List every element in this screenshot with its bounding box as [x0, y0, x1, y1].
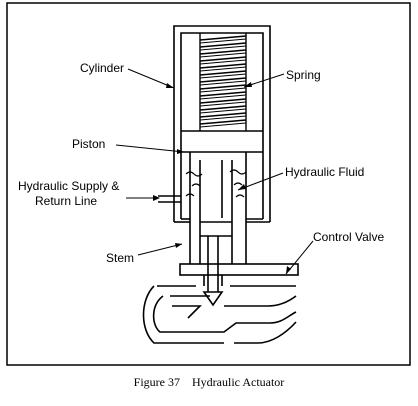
stem — [189, 222, 247, 307]
supply-port — [158, 195, 181, 203]
label-piston: Piston — [72, 137, 105, 151]
label-cylinder: Cylinder — [80, 61, 124, 75]
arrowheads — [153, 82, 291, 274]
label-hydraulic-fluid: Hydraulic Fluid — [285, 165, 364, 179]
label-supply-line-1: Hydraulic Supply & — [18, 179, 119, 193]
label-control-valve: Control Valve — [313, 230, 384, 244]
spring — [199, 33, 247, 131]
leader-lines — [115, 68, 314, 275]
hydraulic-fluid — [185, 169, 247, 198]
control-valve — [142, 263, 299, 344]
label-stem: Stem — [106, 251, 134, 265]
piston — [181, 130, 263, 222]
label-supply-line-2: Return Line — [35, 194, 97, 208]
cylinder — [173, 25, 271, 223]
figure-caption: Figure 37 Hydraulic Actuator — [134, 375, 285, 389]
figure-frame — [6, 2, 411, 366]
label-spring: Spring — [286, 68, 321, 82]
